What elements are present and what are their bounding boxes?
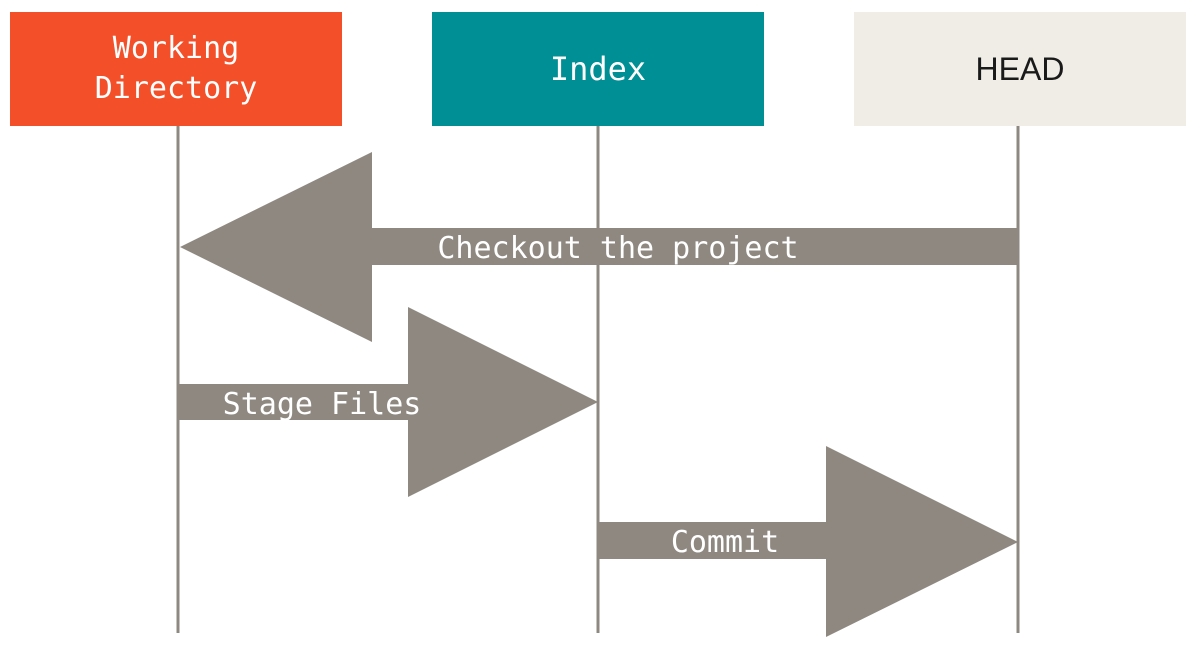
checkout-arrow — [180, 152, 1018, 342]
index-box: Index — [432, 12, 764, 126]
commit-arrow-label: Commit — [671, 525, 779, 560]
working-directory-box: Working Directory — [10, 12, 342, 126]
commit-arrow — [598, 446, 1018, 637]
stage-files-arrow-label: Stage Files — [223, 387, 422, 422]
checkout-arrow-label: Checkout the project — [437, 231, 798, 266]
working-directory-label: Working Directory — [94, 31, 258, 106]
head-label: HEAD — [975, 51, 1065, 87]
stage-files-arrow — [178, 307, 598, 497]
index-label: Index — [549, 50, 647, 88]
head-box: HEAD — [854, 12, 1186, 126]
